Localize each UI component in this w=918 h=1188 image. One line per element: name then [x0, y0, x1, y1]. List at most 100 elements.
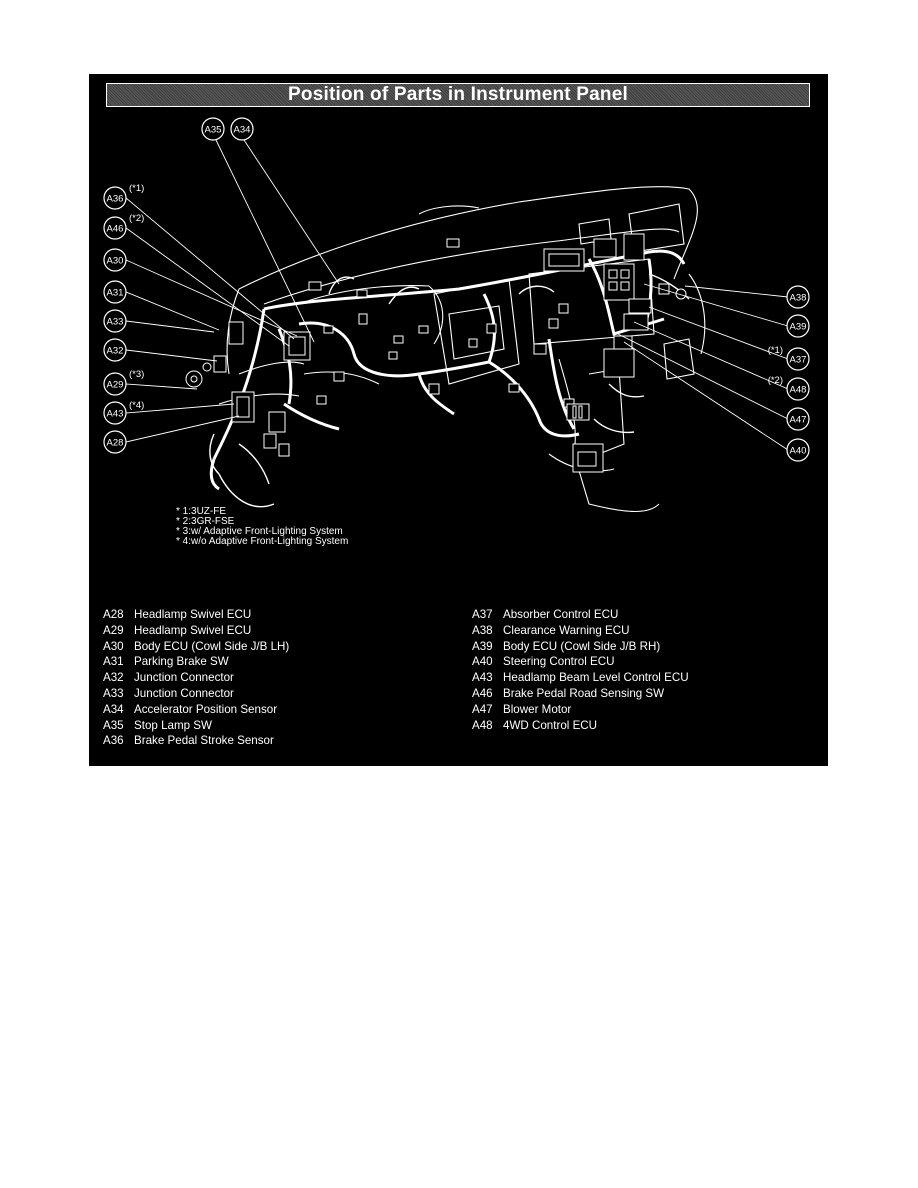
- legend-code: A35: [103, 718, 124, 732]
- callout-note: (*3): [129, 369, 144, 380]
- legend-item: A29 Headlamp Swivel ECU: [103, 623, 289, 639]
- legend-code: A28: [103, 608, 124, 621]
- callout-a28: A28: [103, 430, 127, 454]
- legend-item: A46 Brake Pedal Road Sensing SW: [472, 686, 689, 702]
- callout-a38: A38: [786, 285, 810, 309]
- callout-a48: A48 (*2): [768, 375, 810, 401]
- callout-a40: A40: [786, 438, 810, 462]
- legend-item: A47 Blower Motor: [472, 702, 689, 718]
- callout-code: A28: [107, 438, 124, 449]
- callout-code: A35: [205, 125, 222, 136]
- legend-item: A48 4WD Control ECU: [472, 718, 689, 734]
- legend-label: Absorber Control ECU: [503, 608, 619, 621]
- legend-label: Body ECU (Cowl Side J/B RH): [503, 639, 661, 653]
- callout-code: A33: [107, 317, 124, 328]
- legend-label: Junction Connector: [134, 671, 234, 685]
- callout-code: A31: [107, 288, 124, 299]
- legend-item: A30 Body ECU (Cowl Side J/B LH): [103, 639, 289, 655]
- legend-label: Clearance Warning ECU: [503, 623, 630, 637]
- callout-code: A46: [107, 224, 124, 235]
- callout-code: A37: [790, 355, 807, 366]
- legend-code: A46: [472, 686, 493, 700]
- callout-code: A48: [790, 385, 807, 396]
- callout-code: A39: [790, 322, 807, 333]
- legend-label: Blower Motor: [503, 702, 572, 716]
- instrument-panel-diagram: A36 (*1) A46 (*2) A30 A31 A33 A32 A29 (*…: [103, 117, 810, 547]
- legend-label: Headlamp Beam Level Control ECU: [503, 671, 689, 685]
- legend-code: A36: [103, 734, 124, 748]
- callout-note: (*2): [129, 213, 144, 224]
- legend-code: A29: [103, 623, 124, 637]
- callout-note: (*1): [768, 345, 783, 356]
- footnote: * 3:w/ Adaptive Front-Lighting System: [176, 526, 343, 537]
- callout-code: A29: [107, 380, 124, 391]
- callout-a35: A35: [201, 117, 225, 141]
- footnote: * 2:3GR-FSE: [176, 516, 235, 527]
- legend-code: A40: [472, 655, 493, 669]
- callout-note: (*4): [129, 400, 144, 411]
- callout-a34: A34: [230, 117, 254, 141]
- footnote: * 4:w/o Adaptive Front-Lighting System: [176, 536, 348, 547]
- legend-label: Steering Control ECU: [503, 655, 615, 669]
- wire-harness-thin: [209, 273, 690, 508]
- title-banner: Position of Parts in Instrument Panel: [106, 83, 810, 107]
- callout-a47: A47: [786, 407, 810, 431]
- components: [185, 233, 687, 473]
- legend-code: A33: [103, 686, 124, 700]
- callout-note: (*2): [768, 375, 783, 386]
- callout-a43: A43 (*4): [103, 400, 144, 425]
- callout-a46: A46 (*2): [103, 213, 144, 240]
- legend-label: Junction Connector: [134, 686, 234, 700]
- legend-code: A48: [472, 718, 493, 732]
- legend-code: A39: [472, 639, 493, 653]
- legend-label: Brake Pedal Road Sensing SW: [503, 686, 665, 700]
- legend-item: A40 Steering Control ECU: [472, 654, 689, 670]
- callout-note: (*1): [129, 183, 144, 194]
- callout-code: A32: [107, 346, 124, 357]
- legend-label: 4WD Control ECU: [503, 718, 598, 732]
- legend-item: A34 Accelerator Position Sensor: [103, 702, 289, 718]
- legend-code: A30: [103, 639, 124, 653]
- legend-item: A38 Clearance Warning ECU: [472, 623, 689, 639]
- callout-code: A38: [790, 293, 807, 304]
- callout-a33: A33: [103, 309, 127, 333]
- legend-item: A39 Body ECU (Cowl Side J/B RH): [472, 639, 689, 655]
- callout-code: A43: [107, 409, 124, 420]
- leader-lines: [125, 139, 789, 451]
- footnotes: * 1:3UZ-FE * 2:3GR-FSE * 3:w/ Adaptive F…: [176, 506, 348, 547]
- legend-label: Body ECU (Cowl Side J/B LH): [134, 639, 290, 653]
- page-title: Position of Parts in Instrument Panel: [288, 84, 628, 105]
- legend-label: Parking Brake SW: [134, 655, 229, 669]
- footnote: * 1:3UZ-FE: [176, 506, 226, 517]
- legend-label: Stop Lamp SW: [134, 718, 212, 732]
- legend-code: A32: [103, 671, 124, 685]
- callout-code: A40: [790, 446, 807, 457]
- legend-label: Headlamp Swivel ECU: [134, 608, 252, 621]
- legend-code: A43: [472, 671, 493, 685]
- callout-a29: A29 (*3): [103, 369, 144, 396]
- legend-code: A34: [103, 702, 124, 716]
- callout-code: A30: [107, 256, 124, 267]
- legend-code: A38: [472, 623, 493, 637]
- legend-label: Accelerator Position Sensor: [134, 702, 278, 716]
- legend-item: A32 Junction Connector: [103, 670, 289, 686]
- callout-a36: A36 (*1): [103, 183, 144, 210]
- legend-item: A33 Junction Connector: [103, 686, 289, 702]
- diagram-panel: Position of Parts in Instrument Panel: [89, 74, 828, 766]
- legend-item: A28 Headlamp Swivel ECU: [103, 607, 289, 623]
- legend-item: A31 Parking Brake SW: [103, 654, 289, 670]
- legend-code: A31: [103, 655, 124, 669]
- legend-code: A47: [472, 702, 493, 716]
- callout-code: A34: [234, 125, 251, 136]
- callout-code: A47: [790, 415, 807, 426]
- callout-a37: A37 (*1): [768, 345, 810, 371]
- legend-label: Headlamp Swivel ECU: [134, 623, 252, 637]
- callout-a30: A30: [103, 248, 127, 272]
- legend-item: A35 Stop Lamp SW: [103, 718, 289, 734]
- callout-a39: A39: [786, 314, 810, 338]
- callout-a31: A31: [103, 280, 127, 304]
